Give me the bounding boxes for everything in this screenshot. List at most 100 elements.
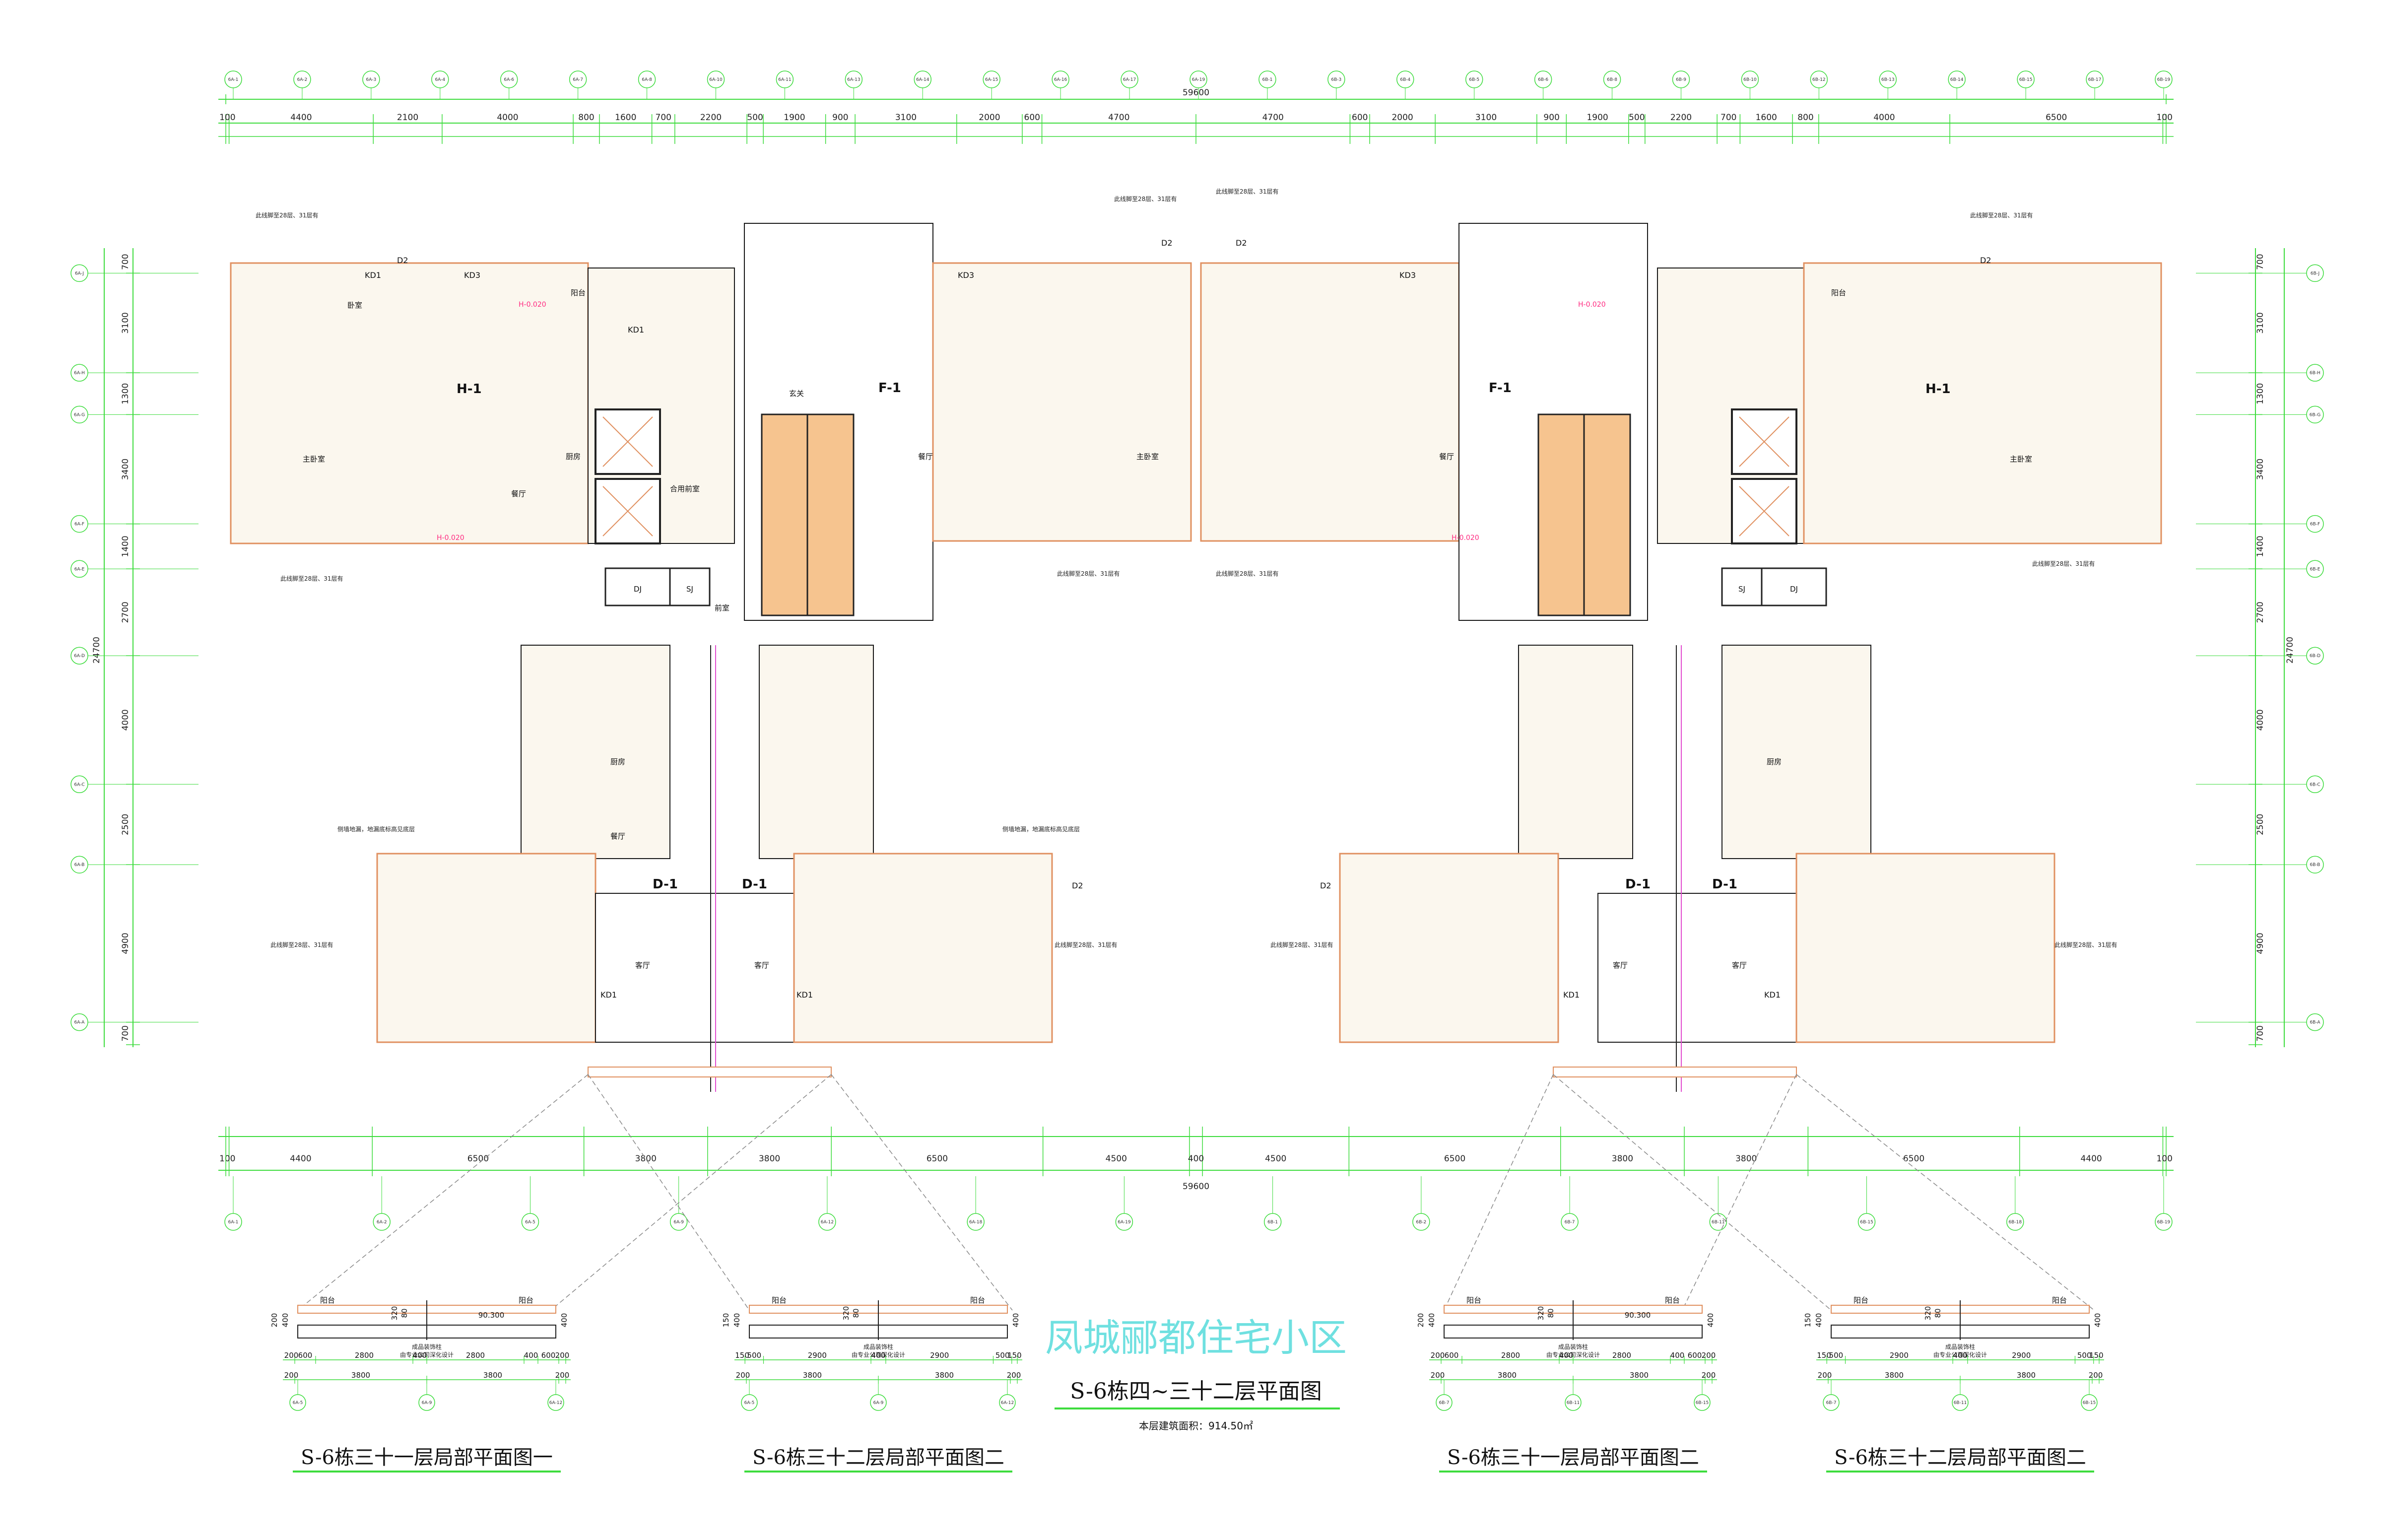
- room-labels: 卧室 主卧室 餐厅 厨房 阳台 玄关 前室 合用前室 餐厅 主卧室 客厅 客厅 …: [303, 288, 2032, 970]
- room-dining-2: 餐厅: [918, 452, 933, 461]
- detail-grid-bubble: [999, 1394, 1016, 1411]
- grid-bubble: [1561, 1213, 1579, 1231]
- detail-side-dim: 400: [560, 1313, 569, 1328]
- grid-label: 6A-7: [573, 77, 583, 82]
- grid-label: 6A-1: [228, 77, 239, 82]
- elevation-mark: H-0.020: [1578, 301, 1606, 309]
- room-kitchen-2: 厨房: [610, 757, 625, 766]
- detail-grid-label: 6A-5: [293, 1401, 303, 1406]
- detail-dim-label: 2900: [930, 1351, 949, 1360]
- grid-bubble: [2006, 1213, 2024, 1231]
- detail-grid-bubble: [741, 1394, 758, 1411]
- grid-label: 6B-7: [1565, 1220, 1575, 1225]
- room-corridor: 前室: [715, 603, 729, 612]
- detail-grid-bubble: [2081, 1394, 2098, 1411]
- grid-label: 6B-B: [2310, 863, 2320, 868]
- detail-dim-label: 600: [1688, 1351, 1702, 1360]
- room-dining-3: 餐厅: [610, 832, 625, 841]
- unit-label-f1-right: F-1: [1489, 381, 1512, 396]
- left-grid-bubbles: 6A-J6A-H6A-G6A-F6A-E6A-D6A-C6A-B6A-A: [70, 264, 198, 1031]
- room-hall: 合用前室: [670, 484, 700, 493]
- detail-dim-label: 200: [555, 1351, 570, 1360]
- dim-label: 4700: [1108, 113, 1129, 123]
- note-wireframe: 此线脚至28层、31层有: [1216, 570, 1279, 577]
- detail-grid-label: 6A-9: [422, 1401, 432, 1406]
- dim-label: 700: [121, 1025, 131, 1041]
- room-entrance: 玄关: [789, 389, 804, 398]
- dim-label: 4700: [1262, 113, 1284, 123]
- dim-label: 600: [1024, 113, 1040, 123]
- building-plan: DJ SJ SJ DJ: [230, 188, 2162, 1311]
- note-wireframe: 此线脚至28层、31层有: [256, 211, 319, 219]
- elevation-mark: H-0.020: [519, 301, 546, 309]
- detail-dim-label: 200: [1007, 1371, 1021, 1380]
- grid-bubble: [1263, 1213, 1282, 1231]
- dj-label-right: DJ: [1790, 585, 1798, 594]
- dim-label: 100: [2156, 113, 2172, 123]
- detail-small-dim: 320: [1923, 1306, 1932, 1321]
- detail-dim-label: 2900: [808, 1351, 827, 1360]
- grid-label: 6B-13: [1881, 77, 1895, 82]
- unit-label-d1-d: D-1: [1712, 877, 1737, 892]
- grid-bubble: [70, 775, 88, 794]
- dim-label: 6500: [2046, 113, 2067, 123]
- unit-label-d1-c: D-1: [1625, 877, 1651, 892]
- grid-label: 6A-15: [985, 77, 998, 82]
- sj-label-left: SJ: [686, 585, 693, 594]
- detail-grid-bubble: [418, 1394, 435, 1411]
- dim-label: 100: [219, 113, 235, 123]
- dim-label: 4500: [1265, 1154, 1286, 1164]
- grid-label: 6A-G: [74, 412, 85, 417]
- grid-label: 6B-12: [1812, 77, 1826, 82]
- room-living-3: 客厅: [1613, 961, 1628, 970]
- dim-label: 2700: [121, 602, 131, 623]
- detail-dim-label: 2800: [1612, 1351, 1631, 1360]
- main-title: S-6栋四~三十二层平面图: [1070, 1379, 1322, 1404]
- grid-label: 6B-10: [1743, 77, 1757, 82]
- detail-side-dim: 400: [1011, 1313, 1020, 1328]
- grid-label: 6A-13: [847, 77, 860, 82]
- grid-label: 6B-11: [1712, 1220, 1725, 1225]
- grid-label: 6A-14: [916, 77, 929, 82]
- grid-label: 6A-18: [969, 1220, 983, 1225]
- grid-bubble: [70, 405, 88, 424]
- note-wireframe: 此线脚至28层、31层有: [1055, 941, 1118, 948]
- dim-label: 700: [656, 113, 671, 123]
- dim-label: 2100: [397, 113, 418, 123]
- grid-bubble: [70, 364, 88, 382]
- detail-side-dim: 150: [1803, 1313, 1812, 1328]
- detail-grid-label: 6A-5: [744, 1401, 755, 1406]
- kd-label: KD1: [600, 990, 617, 1000]
- kd-label: KD3: [1399, 270, 1416, 280]
- unit-label-d1-a: D-1: [653, 877, 678, 892]
- kd-label: KD3: [464, 270, 480, 280]
- right-lower-wing: [1339, 645, 2055, 1043]
- kd-labels: KD1 D2 KD3 KD1 KD3 D2 D2 KD3 D2 KD1 KD1 …: [365, 238, 1991, 1000]
- grid-label: 6B-D: [2310, 654, 2320, 659]
- room-master-bedroom-3: 主卧室: [2010, 455, 2032, 464]
- grid-label: 6B-1: [1267, 1220, 1278, 1225]
- floor-area-text: 本层建筑面积：914.50㎡: [1139, 1420, 1253, 1432]
- dim-label: 1900: [784, 113, 805, 123]
- detail-dim-label: 200: [736, 1371, 750, 1380]
- kd-label: D2: [1320, 881, 1331, 890]
- dim-label: 2000: [979, 113, 1000, 123]
- detail-balcony-label: 阳台: [320, 1296, 335, 1305]
- grid-label: 6B-9: [1676, 77, 1686, 82]
- grid-bubble: [1709, 1213, 1727, 1231]
- dim-label: 3800: [635, 1154, 657, 1164]
- dim-label: 4000: [1873, 113, 1895, 123]
- dim-label: 1400: [2255, 536, 2265, 557]
- detail-dim-label: 2900: [2012, 1351, 2031, 1360]
- detail-grid-label: 6A-12: [549, 1401, 562, 1406]
- detail-dim-label: 150: [1007, 1351, 1022, 1360]
- dim-label: 700: [2255, 1025, 2265, 1041]
- grid-bubble: [2306, 1013, 2324, 1031]
- grid-label: 6A-B: [74, 863, 85, 868]
- detail-dim-label: 500: [747, 1351, 762, 1360]
- grid-label: 6B-14: [1950, 77, 1964, 82]
- grid-bubble: [2306, 405, 2324, 424]
- dim-label: 500: [1629, 113, 1645, 123]
